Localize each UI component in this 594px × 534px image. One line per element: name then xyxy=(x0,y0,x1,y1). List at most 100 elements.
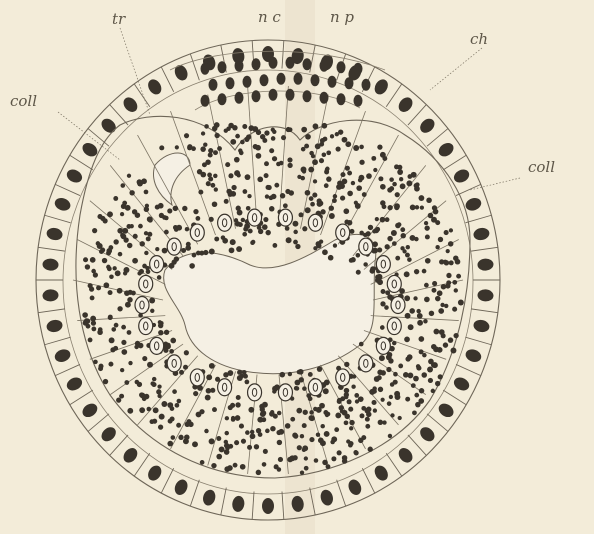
yolk-granule xyxy=(163,348,168,353)
yolk-granule xyxy=(103,218,108,223)
yolk-granule xyxy=(322,249,328,255)
neural-nucleus xyxy=(294,73,303,85)
yolk-granule xyxy=(380,184,386,190)
yolk-granule xyxy=(193,209,198,214)
yolk-granule xyxy=(230,403,235,408)
yolk-granule xyxy=(431,217,437,223)
yolk-granule xyxy=(408,324,414,330)
yolk-granule xyxy=(120,183,125,188)
yolk-granule xyxy=(192,441,198,447)
yolk-granule xyxy=(312,193,317,198)
yolk-granule xyxy=(234,440,239,445)
yolk-granule xyxy=(449,228,453,232)
yolk-granule xyxy=(452,280,457,285)
yolk-granule xyxy=(406,245,410,249)
yolk-granule xyxy=(380,301,385,306)
yolk-granule xyxy=(152,419,157,424)
yolk-granule xyxy=(267,185,272,190)
yolk-granule xyxy=(243,227,248,232)
yolk-granule xyxy=(373,168,377,172)
neural-nucleus xyxy=(320,92,329,104)
yolk-granule xyxy=(324,431,330,437)
yolk-granule xyxy=(389,186,394,191)
yolk-granule xyxy=(199,409,204,414)
endoderm-nucleus xyxy=(359,355,373,372)
yolk-granule xyxy=(398,363,403,368)
yolk-granule xyxy=(389,177,394,182)
yolk-granule xyxy=(292,432,297,437)
yolk-granule xyxy=(329,206,334,211)
yolk-granule xyxy=(120,368,124,372)
yolk-granule xyxy=(88,283,93,288)
yolk-granule xyxy=(82,312,88,318)
yolk-granule xyxy=(422,353,427,358)
yolk-granule xyxy=(319,403,325,409)
yolk-granule xyxy=(353,450,358,455)
yolk-granule xyxy=(433,329,439,335)
yolk-granule xyxy=(302,423,307,428)
yolk-granule xyxy=(198,190,203,195)
yolk-granule xyxy=(305,190,311,196)
yolk-granule xyxy=(109,337,115,343)
yolk-granule xyxy=(112,266,116,270)
yolk-granule xyxy=(272,156,277,161)
yolk-granule xyxy=(96,285,101,290)
yolk-granule xyxy=(137,271,141,275)
yolk-granule xyxy=(97,214,102,219)
yolk-granule xyxy=(424,297,430,303)
yolk-granule xyxy=(296,408,302,414)
yolk-granule xyxy=(407,174,412,179)
yolk-granule xyxy=(344,362,349,367)
yolk-granule xyxy=(438,308,444,314)
yolk-granule xyxy=(122,201,127,206)
yolk-granule xyxy=(248,229,253,234)
yolk-granule xyxy=(318,437,324,443)
yolk-granule xyxy=(144,231,148,235)
yolk-granule xyxy=(320,424,324,428)
yolk-granule xyxy=(330,134,334,138)
yolk-granule xyxy=(343,208,349,214)
yolk-granule xyxy=(214,237,219,242)
yolk-granule xyxy=(170,416,175,421)
yolk-granule xyxy=(106,265,111,270)
yolk-granule xyxy=(388,434,392,438)
yolk-granule xyxy=(338,129,343,134)
yolk-granule xyxy=(113,196,118,201)
yolk-granule xyxy=(103,379,108,384)
yolk-granule xyxy=(172,389,177,394)
yolk-granule xyxy=(433,209,439,215)
yolk-granule xyxy=(204,124,209,129)
yolk-granule xyxy=(177,399,182,404)
yolk-granule xyxy=(377,144,382,149)
yolk-granule xyxy=(387,401,392,406)
yolk-granule xyxy=(159,145,164,150)
yolk-granule xyxy=(392,341,396,345)
yolk-granule xyxy=(405,397,410,402)
yolk-granule xyxy=(315,143,321,149)
yolk-granule xyxy=(368,447,373,452)
yolk-granule xyxy=(414,186,420,192)
yolk-granule xyxy=(221,235,226,240)
yolk-granule xyxy=(347,399,352,404)
yolk-granule xyxy=(285,226,290,231)
yolk-granule xyxy=(269,148,274,153)
yolk-granule xyxy=(356,185,362,191)
yolk-granule xyxy=(395,256,400,261)
yolk-granule xyxy=(250,433,256,439)
yolk-granule xyxy=(356,253,361,258)
yolk-granule xyxy=(210,388,215,393)
yolk-granule xyxy=(407,257,412,262)
yolk-granule xyxy=(344,420,349,425)
yolk-granule xyxy=(134,345,138,349)
endoderm-nucleus xyxy=(139,318,153,335)
yolk-granule xyxy=(200,460,205,465)
yolk-granule xyxy=(126,224,131,229)
yolk-granule xyxy=(356,270,361,275)
yolk-granule xyxy=(235,415,241,421)
yolk-granule xyxy=(248,407,254,413)
yolk-granule xyxy=(339,405,344,410)
yolk-granule xyxy=(257,176,263,182)
yolk-granule xyxy=(269,206,274,211)
neural-nucleus xyxy=(226,77,235,89)
yolk-granule xyxy=(368,225,373,230)
